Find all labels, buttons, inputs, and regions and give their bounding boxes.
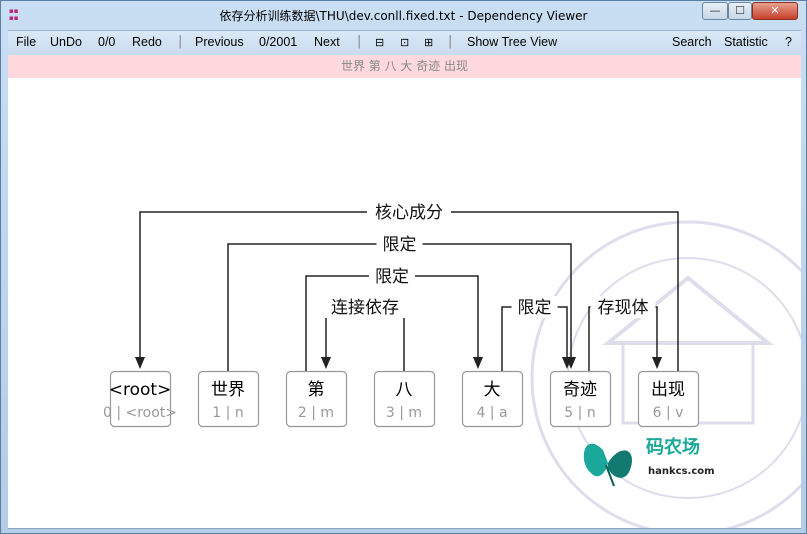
dependency-arc[interactable]: 限定	[227, 233, 576, 371]
token-word: 世界	[211, 380, 245, 400]
token-node[interactable]: 奇迹 5 | n	[549, 370, 612, 428]
arc-label: 限定	[518, 298, 552, 318]
arc-label-bg	[369, 265, 415, 287]
dependency-arc[interactable]: 限定	[501, 296, 572, 371]
window-title: 依存分析训练数据\THU\dev.conll.fixed.txt - Depen…	[219, 9, 588, 23]
sentence-position: 0/2001	[259, 35, 298, 49]
token-info: 0 | <root>	[103, 405, 177, 421]
dependency-arc[interactable]: 核心成分	[135, 201, 679, 371]
layout-compact-icon[interactable]: ⊟	[375, 37, 385, 49]
token-box	[461, 370, 524, 428]
layout-wide-icon[interactable]: ⊞	[424, 37, 434, 49]
brand-watermark: 码农场	[646, 436, 700, 458]
token-info: 1 | n	[212, 405, 243, 421]
token-node[interactable]: 世界 1 | n	[197, 370, 260, 428]
token-node[interactable]: <root> 0 | <root>	[103, 370, 177, 428]
arc-label: 限定	[383, 235, 417, 255]
token-info: 6 | v	[653, 405, 684, 421]
token-box	[109, 370, 172, 428]
token-node[interactable]: 大 4 | a	[461, 370, 524, 428]
arc-arrowhead	[652, 357, 662, 369]
menu-separator: |	[178, 34, 183, 49]
help-button[interactable]: ?	[785, 35, 792, 49]
statistic-button[interactable]: Statistic	[724, 35, 768, 49]
arc-line	[305, 275, 479, 371]
arc-label-bg	[511, 296, 558, 318]
token-node[interactable]: 出现 6 | v	[637, 370, 700, 428]
token-node[interactable]: 八 3 | m	[373, 370, 436, 428]
arc-label: 存现体	[598, 298, 649, 318]
arc-label: 核心成分	[375, 203, 443, 223]
menu-file[interactable]: File	[16, 35, 37, 49]
token-word: 八	[396, 380, 413, 400]
previous-button[interactable]: Previous	[195, 35, 244, 49]
layout-normal-icon[interactable]: ⊡	[400, 37, 410, 49]
next-button[interactable]: Next	[314, 35, 340, 49]
app-icon: ▪▪▪▪	[9, 7, 19, 22]
sentence-bar: 世界 第 八 大 奇迹 出现	[8, 55, 801, 78]
token-nodes: <root> 0 | <root> 世界 1 | n 第 2 | m 八 3 | m 大 4 | …	[103, 370, 700, 428]
dependency-arc[interactable]: 连接依存	[321, 296, 407, 371]
dependency-arc[interactable]: 限定	[305, 265, 483, 371]
token-box	[549, 370, 612, 428]
token-box	[373, 370, 436, 428]
menu-separator: |	[448, 34, 453, 49]
site-watermark: hankcs.com	[648, 466, 715, 477]
search-button[interactable]: Search	[672, 35, 712, 49]
token-info: 2 | m	[298, 405, 334, 421]
token-box	[285, 370, 348, 428]
token-word: <root>	[109, 380, 172, 400]
token-info: 5 | n	[564, 405, 595, 421]
token-word: 出现	[651, 380, 685, 400]
minimize-button[interactable]: —	[702, 2, 728, 20]
butterfly-logo-icon	[583, 443, 632, 487]
arc-label-bg	[323, 296, 407, 318]
show-tree-view-button[interactable]: Show Tree View	[467, 35, 558, 49]
token-box	[197, 370, 260, 428]
title-bar[interactable]: ▪▪▪▪ 依存分析训练数据\THU\dev.conll.fixed.txt - …	[1, 1, 806, 29]
token-word: 第	[308, 380, 325, 400]
dependency-arc[interactable]: 存现体	[588, 296, 662, 371]
maximize-button[interactable]: ☐	[728, 2, 752, 20]
dependency-arcs: 核心成分限定限定连接依存限定存现体	[135, 201, 679, 371]
token-info: 4 | a	[476, 405, 507, 421]
close-button[interactable]: ✕	[752, 2, 798, 20]
redo-button[interactable]: Redo	[132, 35, 162, 49]
token-word: 大	[484, 380, 501, 400]
token-word: 奇迹	[563, 380, 597, 400]
arc-label-bg	[590, 296, 656, 318]
menu-bar: File UnDo 0/0 Redo | Previous 0/2001 Nex…	[8, 30, 801, 55]
undo-count: 0/0	[98, 35, 116, 49]
arc-arrowhead	[321, 357, 331, 369]
undo-button[interactable]: UnDo	[50, 35, 82, 49]
dependency-graph: 核心成分限定限定连接依存限定存现体 <root>0 | <root>世界1 | …	[103, 201, 801, 528]
arc-label: 限定	[375, 267, 409, 287]
token-box	[637, 370, 700, 428]
arc-label: 连接依存	[331, 298, 399, 318]
token-info: 3 | m	[386, 405, 422, 421]
arc-arrowhead	[562, 357, 572, 369]
arc-arrowhead	[135, 357, 145, 369]
arc-arrowhead	[473, 357, 483, 369]
arc-label-bg	[376, 233, 423, 255]
arc-label-bg	[367, 201, 451, 223]
menu-separator: |	[357, 34, 362, 49]
token-node[interactable]: 第 2 | m	[285, 370, 348, 428]
